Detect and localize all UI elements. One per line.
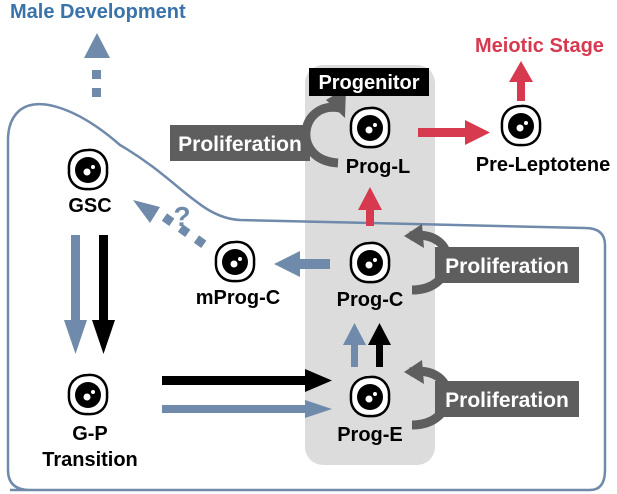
- progc-to-progl-arrow: [358, 187, 382, 226]
- progc-cell-icon: [349, 241, 391, 284]
- mprogc-label: mProg-C: [196, 287, 280, 309]
- progenitor-label-box: [309, 68, 429, 96]
- proge-to-progc-arrows: [343, 323, 391, 367]
- proliferation-box-bottom: [435, 381, 579, 417]
- question-mark-label: ?: [173, 201, 190, 232]
- progc-to-mprogc-arrow: [274, 251, 330, 277]
- proliferation-box-middle: [435, 247, 579, 283]
- progl-to-preleptotene-arrow: [418, 120, 490, 145]
- progl-cell-icon: [349, 106, 391, 149]
- male-development-arrow: [84, 33, 110, 97]
- male-development-label: Male Development: [10, 1, 186, 23]
- loop-arrowhead-icon: [404, 224, 424, 248]
- preleptotene-cell-icon: [500, 104, 542, 147]
- progenitor-label: Progenitor: [318, 72, 419, 94]
- progl-label: Prog-L: [346, 156, 410, 178]
- meiotic-stage-label: Meiotic Stage: [475, 35, 604, 57]
- preleptotene-label: Pre-Leptotene: [476, 154, 610, 176]
- gp-cell-icon: [67, 373, 109, 416]
- gsc-to-gp-arrows: [64, 235, 115, 354]
- progc-label: Prog-C: [337, 289, 404, 311]
- gp-label-line1: G-P: [72, 423, 108, 445]
- gsc-label: GSC: [68, 195, 111, 217]
- proge-cell-icon: [349, 375, 391, 418]
- mprogc-cell-icon: [214, 240, 256, 283]
- mprogc-to-gsc-dashed-arrow: [133, 200, 207, 248]
- loop-arrowhead-icon: [404, 360, 424, 384]
- proliferation-box-top: [170, 125, 310, 161]
- preleptotene-to-meiotic-arrow: [509, 61, 533, 101]
- gsc-cell-icon: [67, 148, 109, 191]
- proge-label: Prog-E: [337, 424, 403, 446]
- proliferation-label-bottom: Proliferation: [445, 389, 569, 412]
- proliferation-label-middle: Proliferation: [445, 255, 569, 278]
- proliferation-label-top: Proliferation: [178, 133, 302, 156]
- gp-to-proge-arrows: [162, 369, 332, 418]
- niche-outline: [6, 102, 607, 492]
- gp-label-line2: Transition: [42, 449, 138, 471]
